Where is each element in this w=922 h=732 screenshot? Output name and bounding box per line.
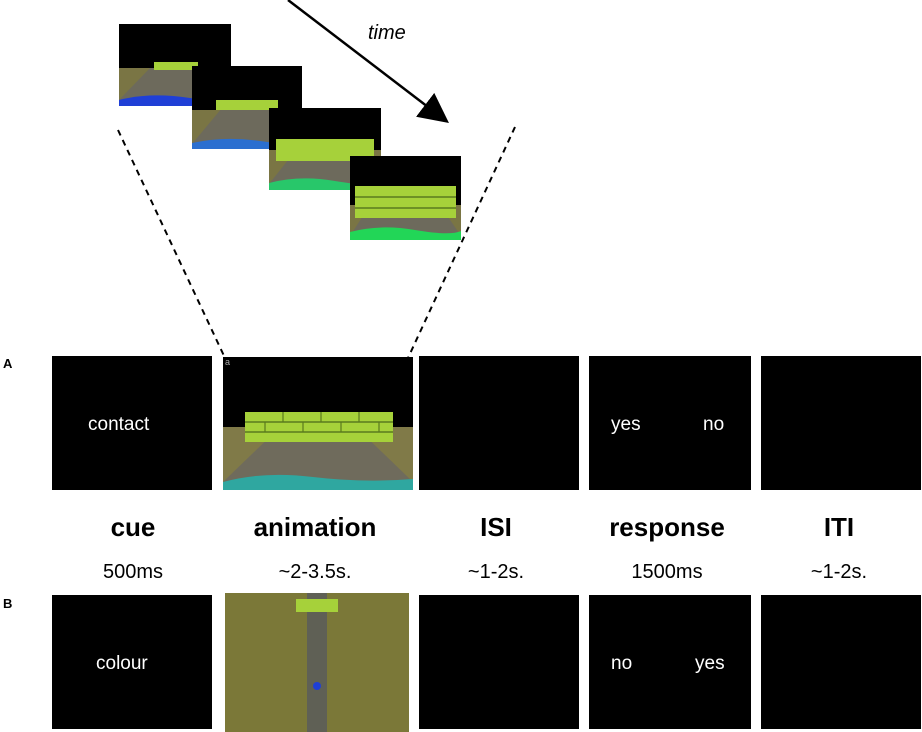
row-a-response-right: no <box>703 414 725 435</box>
phase-duration-response: 1500ms <box>631 561 703 583</box>
phase-title-iti: ITI <box>823 512 855 542</box>
phase-duration-isi: ~1-2s. <box>467 561 525 583</box>
phase-duration-cue: 500ms <box>102 561 164 583</box>
row-a-response-screen: yes no <box>589 356 751 490</box>
phase-duration-animation: ~2-3.5s. <box>278 561 352 583</box>
animation-frame-4 <box>350 156 461 240</box>
row-b-cue-screen: colour <box>52 595 212 729</box>
row-b-animation-scene <box>225 593 409 732</box>
row-a-animation-corner-label: a <box>225 357 231 367</box>
phase-title-response: response <box>609 512 725 542</box>
funnel-line-left <box>117 129 226 359</box>
row-label-b: B <box>3 596 13 611</box>
row-b-response-right: yes <box>695 653 725 674</box>
row-a-isi-screen <box>419 356 579 490</box>
row-b-response-screen: no yes <box>589 595 751 729</box>
time-arrow <box>287 0 449 124</box>
row-a-cue-word: contact <box>88 414 150 435</box>
funnel-line-right <box>407 126 516 359</box>
row-b-animation-screen <box>225 593 409 732</box>
row-label-a: A <box>3 356 13 371</box>
row-a-response-left: yes <box>611 414 641 435</box>
row-b-cue-word: colour <box>96 653 148 674</box>
row-a-animation-scene <box>223 357 413 490</box>
phase-title-isi: ISI <box>480 512 512 542</box>
row-b-response-left: no <box>611 653 633 674</box>
row-b-isi-screen <box>419 595 579 729</box>
phase-title-cue: cue <box>110 512 156 542</box>
row-a-animation-screen: a <box>223 357 413 490</box>
phase-duration-iti: ~1-2s. <box>810 561 868 583</box>
row-b-iti-screen <box>761 595 921 729</box>
phase-title-animation: animation <box>253 512 377 542</box>
row-a-iti-screen <box>761 356 921 490</box>
time-label: time <box>368 22 406 44</box>
row-a-cue-screen: contact <box>52 356 212 490</box>
animation-frame-2 <box>192 66 302 149</box>
